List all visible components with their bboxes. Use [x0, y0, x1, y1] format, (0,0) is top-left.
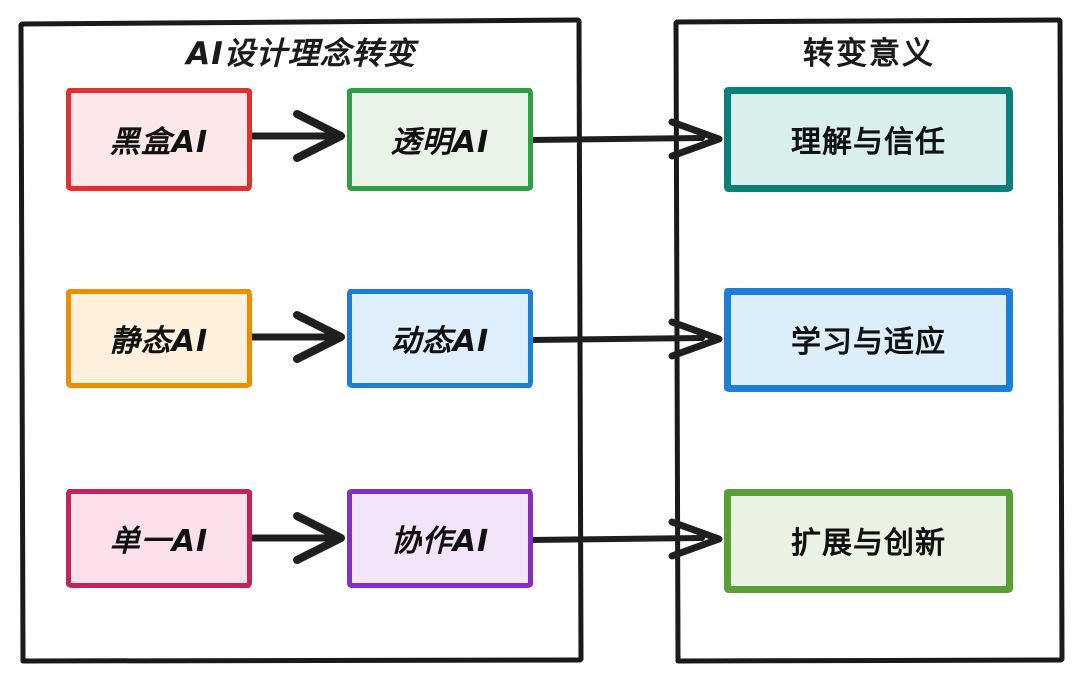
node-static-ai[interactable]: 静态AI	[66, 289, 252, 388]
inner-arrow-row2	[249, 311, 345, 363]
left-panel-title: AI设计理念转变	[186, 36, 416, 72]
node-label: 单一AI	[109, 523, 209, 559]
node-dynamic-ai[interactable]: 动态AI	[347, 289, 533, 388]
node-single-ai[interactable]: 单一AI	[66, 489, 252, 588]
node-blackbox-ai[interactable]: 黑盒AI	[66, 88, 252, 191]
cross-arrow-row1	[527, 118, 723, 160]
inner-arrow-row3	[249, 512, 345, 564]
node-label: 透明AI	[390, 124, 490, 160]
node-learning-adaptation[interactable]: 学习与适应	[724, 288, 1013, 392]
node-label: 协作AI	[390, 523, 490, 559]
node-label: 静态AI	[109, 323, 209, 359]
right-panel-title: 转变意义	[803, 36, 935, 72]
node-expansion-innovation[interactable]: 扩展与创新	[724, 489, 1013, 593]
node-label: 理解与信任	[791, 124, 946, 160]
node-collaborative-ai[interactable]: 协作AI	[347, 489, 533, 588]
node-label: 学习与适应	[791, 325, 946, 360]
inner-arrow-row1	[249, 110, 345, 162]
left-panel-frame	[18, 17, 584, 664]
cross-arrow-row3	[527, 518, 723, 560]
cross-arrow-row2	[527, 318, 723, 360]
node-label: 黑盒AI	[109, 124, 209, 160]
node-label: 扩展与创新	[791, 526, 946, 561]
node-understanding-trust[interactable]: 理解与信任	[724, 87, 1013, 192]
node-label: 动态AI	[390, 323, 490, 359]
node-transparent-ai[interactable]: 透明AI	[347, 88, 533, 191]
